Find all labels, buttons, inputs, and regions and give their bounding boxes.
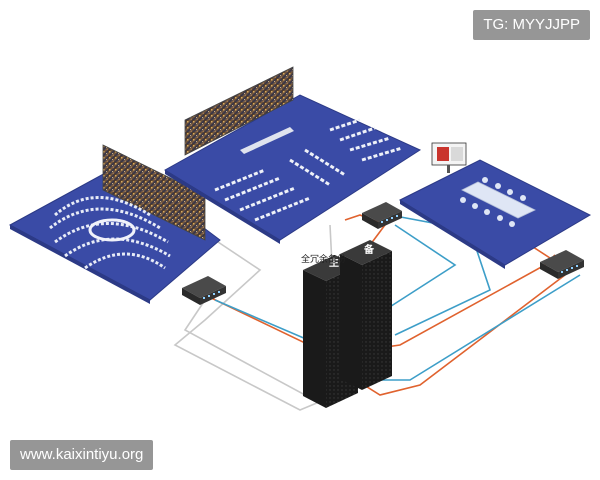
- server-caption: 全冗余备份: [301, 253, 346, 265]
- meeting-room: [400, 143, 590, 269]
- server-racks: 主 备 全冗余备份: [301, 240, 392, 408]
- switch-left: [182, 276, 226, 305]
- tg-watermark: TG: MYYJJPP: [473, 10, 590, 40]
- server-rack-backup: [340, 240, 392, 390]
- url-watermark: www.kaixintiyu.org: [10, 440, 153, 470]
- blue-cable-right: [375, 275, 580, 380]
- blue-cable-mid: [385, 225, 455, 310]
- server-backup-label: 备: [363, 243, 375, 256]
- meeting-screen-stand: [447, 165, 450, 173]
- orange-cable-right: [365, 255, 555, 350]
- switch-right: [540, 250, 584, 279]
- meeting-floor: [400, 160, 590, 265]
